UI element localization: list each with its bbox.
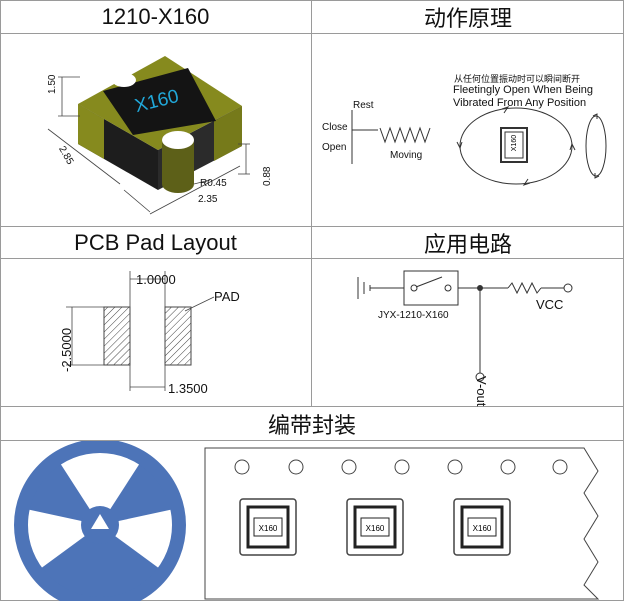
notch-back — [112, 73, 136, 87]
section-title-packaging: 编带封装 — [267, 412, 356, 438]
dim-width: 2.35 — [198, 194, 218, 205]
circuit-diagram — [357, 270, 573, 382]
dim-pad-width: 1.3500 — [168, 381, 208, 396]
principle-description-cn: 从任何位置振动时可以瞬间断开 — [454, 74, 581, 84]
principle-chip-marking: X160 — [511, 135, 518, 151]
section-title-pcb: PCB Pad Layout — [74, 229, 237, 255]
pcb-pad-diagram — [66, 271, 215, 391]
notch-front-top — [162, 131, 194, 149]
vout-label: V-out — [474, 376, 489, 407]
principle-description-en-1: Fleetingly Open When Being — [453, 84, 594, 96]
section-title-model: 1210-X160 — [101, 3, 210, 29]
switch-contact — [415, 276, 443, 288]
sprocket-holes — [234, 459, 568, 475]
packaging-drawing: X160 X160 X160 — [14, 441, 600, 601]
circuit-node — [477, 285, 483, 291]
circuit-part-name: JYX-1210-X160 — [378, 310, 449, 321]
dim-pad-height: -2.5000 — [59, 327, 74, 372]
tape-pocket-1 — [239, 498, 297, 556]
label-close: Close — [322, 122, 348, 133]
carrier-tape — [204, 447, 600, 600]
tape-pocket-2 — [346, 498, 404, 556]
tape-pocket-3 — [453, 498, 511, 556]
pad-right — [164, 306, 192, 366]
contact-right-end — [214, 106, 242, 161]
section-title-principle: 动作原理 — [423, 5, 512, 31]
part-isometric-drawing: X160 — [47, 56, 250, 215]
pad-label: PAD — [214, 289, 240, 304]
dim-radius: R0.45 — [200, 178, 227, 189]
resistor — [507, 281, 542, 295]
dim-pad-gap: 1.0000 — [136, 272, 176, 287]
dim-height: 1.50 — [47, 74, 58, 94]
pocket-marking-1: X160 — [259, 524, 278, 533]
principle-diagram: X160 — [351, 106, 607, 186]
label-moving: Moving — [390, 150, 423, 161]
pad-left — [103, 306, 131, 366]
vibration-wave — [379, 126, 431, 144]
pocket-marking-2: X160 — [366, 524, 385, 533]
label-open: Open — [322, 142, 347, 153]
dim-thickness: 0.88 — [262, 166, 273, 186]
pocket-marking-3: X160 — [473, 524, 492, 533]
tape-reel — [14, 441, 186, 601]
label-rest: Rest — [353, 100, 374, 111]
vcc-label: VCC — [536, 297, 564, 312]
contact-left-end — [78, 104, 104, 159]
section-title-circuit: 应用电路 — [423, 231, 512, 257]
vcc-terminal — [563, 283, 573, 293]
vout-terminal — [475, 372, 485, 382]
principle-description-en-2: Vibrated From Any Position — [453, 97, 587, 109]
